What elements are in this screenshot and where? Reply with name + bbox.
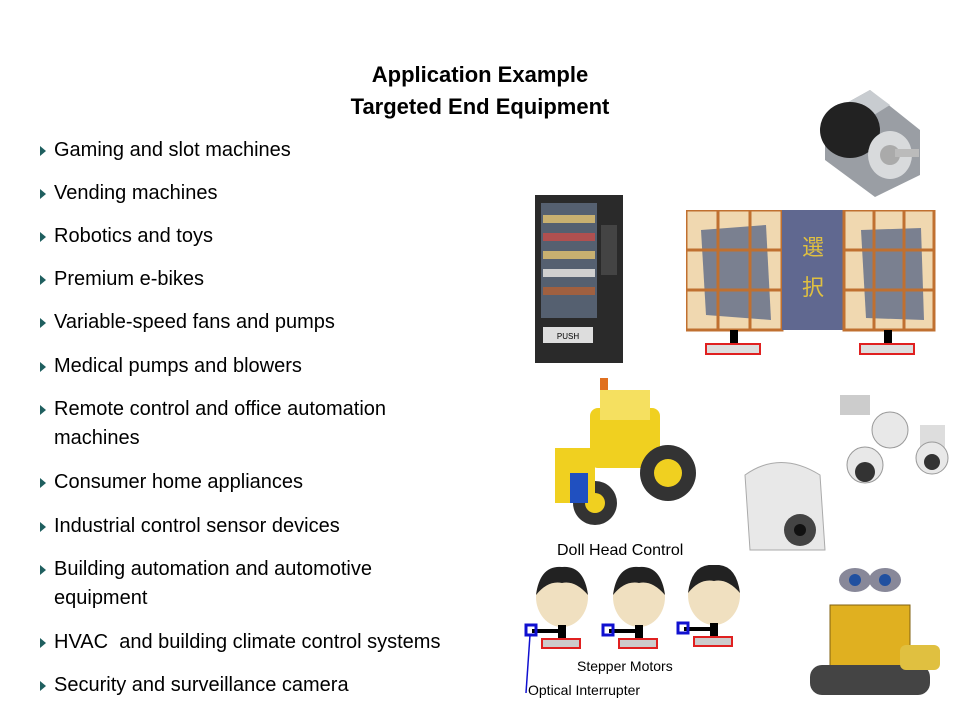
doll-head-unit (676, 565, 740, 647)
bullet-triangle-icon (40, 638, 46, 648)
slot-machine-display-image: 選 択 (686, 210, 936, 355)
kiddie-ride-image (555, 378, 696, 525)
doll-head-unit (601, 566, 665, 649)
title-line-2: Targeted End Equipment (350, 94, 610, 119)
vending-machine-image: PUSH (535, 195, 623, 363)
bullet-triangle-icon (40, 146, 46, 156)
bullet-triangle-icon (40, 232, 46, 242)
svg-text:択: 択 (802, 275, 824, 300)
interrupter-pointer-arrow (525, 634, 531, 694)
bullet-triangle-icon (40, 275, 46, 285)
svg-text:選: 選 (802, 235, 824, 260)
doll-head-diagram (524, 565, 740, 694)
bullet-item: Remote control and office automation mac… (40, 395, 460, 453)
bullet-item: Premium e-bikes (40, 265, 480, 294)
bullet-triangle-icon (40, 522, 46, 532)
bullet-item: Robotics and toys (40, 222, 480, 251)
bullet-triangle-icon (40, 189, 46, 199)
bullet-item: Industrial control sensor devices (40, 512, 480, 541)
bullet-item: Vending machines (40, 179, 480, 208)
optical-interrupter-label: Optical Interrupter (528, 682, 641, 698)
bullet-triangle-icon (40, 318, 46, 328)
bullet-item: Building automation and automotive equip… (40, 555, 460, 613)
bullet-item: Medical pumps and blowers (40, 352, 480, 381)
stepper-motors-label: Stepper Motors (577, 658, 673, 674)
bullet-item: HVAC and building climate control system… (40, 628, 530, 657)
bullet-triangle-icon (40, 565, 46, 575)
vending-push-label: PUSH (557, 332, 579, 341)
doll-diagram-title: Doll Head Control (557, 542, 684, 559)
bullet-item: Security and surveillance camera (40, 671, 480, 700)
bullet-triangle-icon (40, 681, 46, 691)
bullet-triangle-icon (40, 405, 46, 415)
doll-head-unit (524, 566, 588, 649)
robot-toy-image (810, 568, 940, 695)
bullet-item: Variable-speed fans and pumps (40, 308, 480, 337)
bullet-triangle-icon (40, 478, 46, 488)
surveillance-cameras-image (744, 395, 949, 551)
bullet-triangle-icon (40, 362, 46, 372)
bullet-item: Gaming and slot machines (40, 136, 480, 165)
title-line-1: Application Example (371, 62, 589, 87)
bullet-item: Consumer home appliances (40, 468, 480, 497)
stepper-motor-image (820, 90, 920, 197)
